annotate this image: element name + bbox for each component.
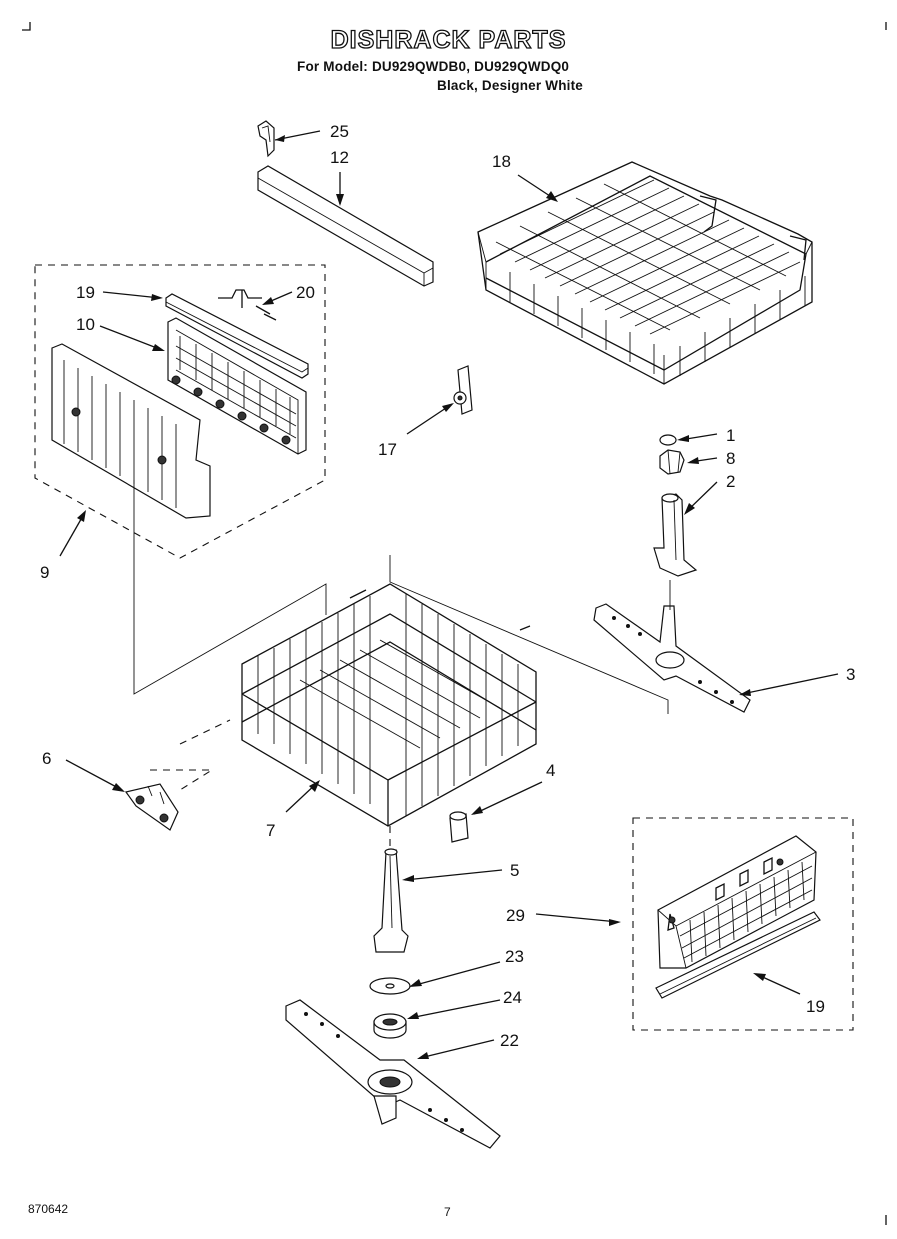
leader-24 (409, 999, 501, 1019)
cup-shelf-rail (165, 293, 309, 379)
cup-shelf-panel (51, 343, 211, 519)
callout-6: 6 (42, 749, 51, 768)
callout-1: 1 (726, 426, 735, 445)
arrowhead-2 (684, 503, 695, 515)
upper-spray-arm (593, 603, 751, 713)
color-line: Black, Designer White (437, 78, 583, 93)
leader-6 (65, 759, 123, 791)
arrowhead-22 (417, 1052, 429, 1059)
arrowhead-1 (677, 435, 689, 442)
callout-18: 18 (492, 152, 511, 171)
arrowhead-29 (609, 919, 621, 926)
basket-handle (655, 911, 821, 999)
arrowhead-19a (151, 294, 163, 301)
arrowhead-7 (309, 780, 320, 792)
arrowhead-6 (112, 783, 125, 792)
upper-tube (653, 493, 698, 577)
arrowhead-24 (407, 1012, 419, 1019)
callout-2: 2 (726, 472, 735, 491)
cup-shelf-assembly-box (34, 264, 326, 559)
leader-5 (404, 869, 503, 881)
silverware-basket-box (632, 817, 854, 1031)
leader-4 (473, 781, 543, 815)
silverware-basket (657, 835, 817, 969)
callout-23: 23 (505, 947, 524, 966)
arrowhead-17 (442, 403, 454, 412)
arrowhead-12 (336, 194, 344, 206)
rack-roller-dashed-path (150, 719, 231, 791)
callout-10: 10 (76, 315, 95, 334)
callout-9: 9 (40, 563, 49, 582)
corner-marks (22, 22, 887, 1225)
model-line: For Model: DU929QWDB0, DU929QWDQ0 (297, 59, 570, 74)
leader-3 (741, 673, 839, 695)
leader-19a (102, 291, 161, 299)
upper-dishrack (477, 161, 813, 385)
leader-22 (419, 1039, 495, 1059)
cup-shelf-clip (218, 289, 277, 321)
extension-lines (133, 480, 671, 714)
page-number: 7 (444, 1205, 451, 1219)
washer (369, 977, 411, 995)
lower-spray-tube (373, 848, 409, 953)
callout-29: 29 (506, 906, 525, 925)
arrowhead-5 (402, 875, 414, 882)
cup-shelf (167, 317, 307, 455)
callout-19-lower: 19 (806, 997, 825, 1016)
rack-rail-stop (257, 120, 275, 158)
callout-5: 5 (510, 861, 519, 880)
document-number: 870642 (28, 1202, 69, 1216)
lower-spray-arm (285, 999, 501, 1149)
callout-24: 24 (503, 988, 522, 1007)
arrowhead-25 (275, 135, 285, 142)
callout-7: 7 (266, 821, 275, 840)
callout-4: 4 (546, 761, 555, 780)
callout-3: 3 (846, 665, 855, 684)
callout-25: 25 (330, 122, 349, 141)
arrowhead-20 (262, 297, 274, 305)
arrowhead-9 (77, 510, 86, 522)
arrowhead-19b (753, 973, 766, 981)
rack-rail (257, 165, 434, 287)
upper-spray-arm-nut (659, 449, 685, 475)
callout-20: 20 (296, 283, 315, 302)
callout-17: 17 (378, 440, 397, 459)
callout-8: 8 (726, 449, 735, 468)
arrowhead-4 (471, 806, 483, 815)
rack-bumper (449, 811, 469, 843)
arrowhead-8 (687, 457, 699, 464)
upper-spray-arm-nut-seal (659, 434, 677, 446)
leader-10 (99, 325, 163, 351)
rack-roller (124, 783, 179, 831)
bearing (373, 1013, 407, 1039)
arrowhead-23 (409, 979, 422, 987)
arrowhead-3 (739, 689, 751, 696)
callout-12: 12 (330, 148, 349, 167)
leader-29 (535, 913, 619, 923)
leader-23 (411, 961, 501, 987)
lower-dishrack (241, 583, 537, 827)
arrowhead-10 (152, 344, 165, 351)
arrowhead-18 (546, 191, 558, 202)
callout-22: 22 (500, 1031, 519, 1050)
leader-9 (59, 513, 85, 557)
rack-roller-clip (453, 365, 473, 415)
page-title: DISHRACK PARTS (330, 25, 567, 54)
callout-19-upper: 19 (76, 283, 95, 302)
